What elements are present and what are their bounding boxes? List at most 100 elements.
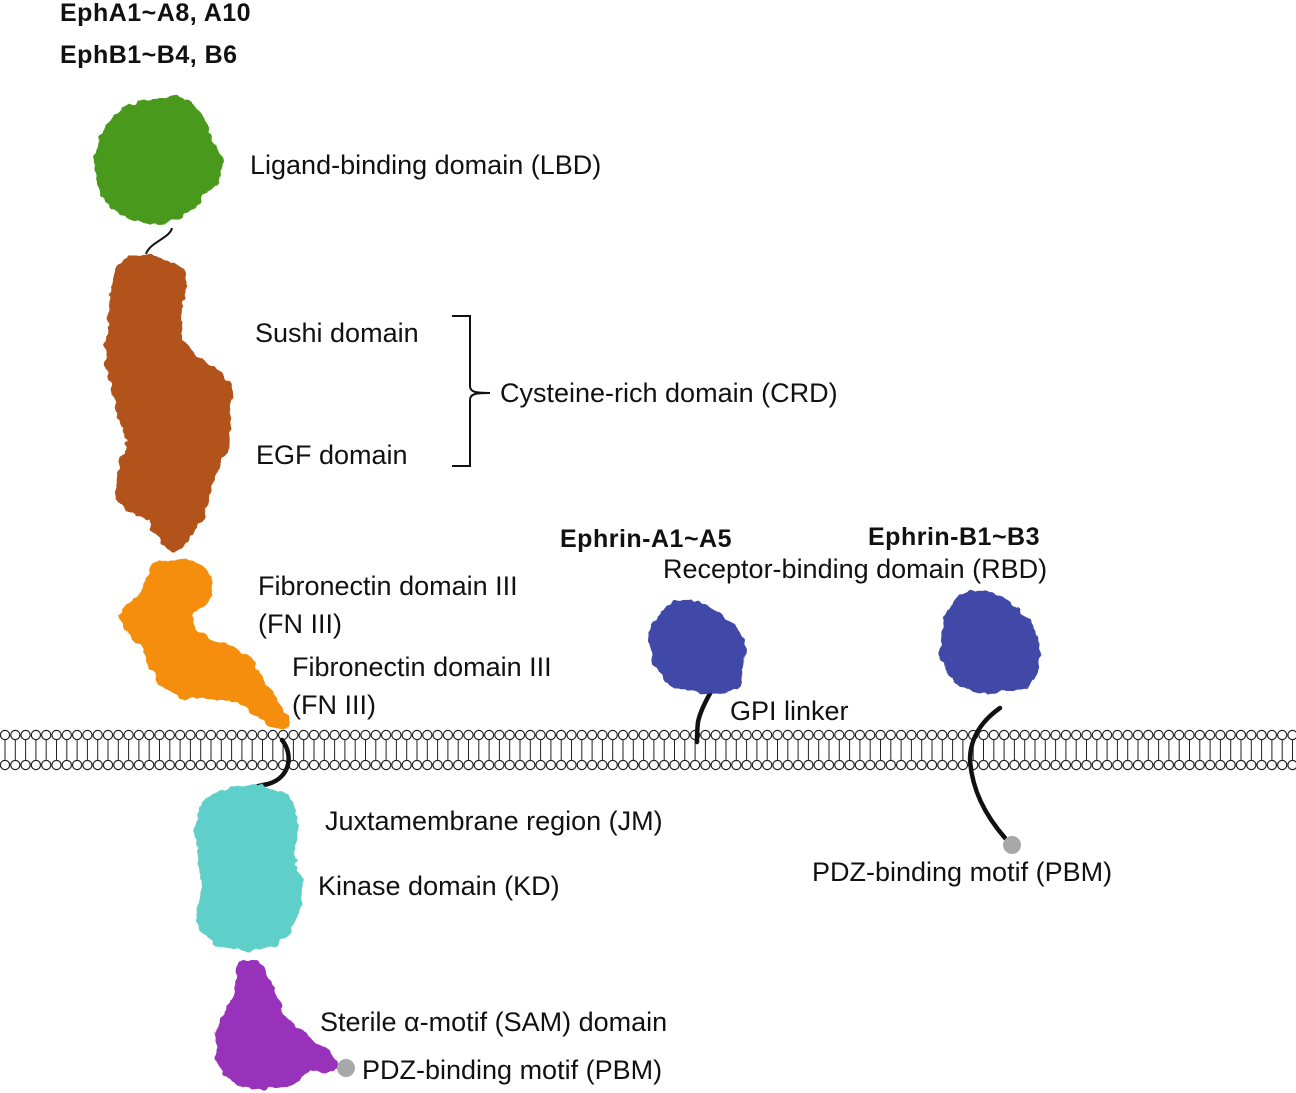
rbd-label: Receptor-binding domain (RBD) <box>663 554 1048 584</box>
sam-label: Sterile α-motif (SAM) domain <box>320 1007 668 1037</box>
lipid-head <box>1143 759 1154 771</box>
lipid-head <box>51 759 62 771</box>
lipid-head <box>731 759 742 771</box>
lipid-head <box>401 759 412 771</box>
lipid-head <box>1163 759 1175 771</box>
lipid-head <box>710 729 721 741</box>
lipid-head <box>854 759 866 771</box>
lipid-head <box>154 759 165 771</box>
lipid-head <box>576 759 588 771</box>
lipid-head <box>463 729 474 741</box>
lipid-head <box>803 759 814 771</box>
lipid-head <box>545 759 557 771</box>
lipid-head <box>937 759 948 771</box>
lipid-head <box>0 759 11 771</box>
lipid-head <box>1204 759 1216 771</box>
lipid-head <box>308 729 320 741</box>
crd-bracket <box>452 315 491 467</box>
lipid-head <box>1215 729 1226 741</box>
lipid-head <box>41 759 52 771</box>
lipid-head <box>380 729 392 741</box>
lipid-head <box>1132 759 1144 771</box>
lipid-head <box>174 759 186 771</box>
lipid-head <box>453 759 464 771</box>
lipid-head <box>1266 729 1278 741</box>
kinase-domain-shape <box>195 785 303 951</box>
lipid-head <box>926 759 938 771</box>
lipid-head <box>720 729 732 741</box>
lipid-head <box>473 759 484 771</box>
lipid-head <box>1215 759 1226 771</box>
lipid-head <box>380 759 392 771</box>
lipid-head <box>1112 759 1123 771</box>
lipid-head <box>422 759 433 771</box>
lipid-head <box>360 759 371 771</box>
lipid-head <box>1163 729 1175 741</box>
lipid-head <box>700 729 711 741</box>
lipid-head <box>978 729 989 741</box>
lipid-head <box>483 759 495 771</box>
lipid-head <box>51 729 62 741</box>
lipid-head <box>617 759 629 771</box>
lipid-head <box>1019 759 1030 771</box>
lipid-head <box>1194 759 1206 771</box>
lipid-head <box>1122 759 1133 771</box>
lipid-head <box>432 729 443 741</box>
lipid-head <box>61 729 73 741</box>
lipid-head <box>813 759 824 771</box>
lipid-head <box>164 759 175 771</box>
lipid-head <box>906 759 917 771</box>
lipid-head <box>288 729 299 741</box>
lipid-head <box>782 729 794 741</box>
lipid-head <box>659 759 670 771</box>
lipid-head <box>442 759 454 771</box>
lipid-head <box>607 729 618 741</box>
ephrin-b-header: Ephrin-B1~B3 <box>868 523 1041 551</box>
lipid-head <box>628 729 639 741</box>
lipid-head <box>205 759 217 771</box>
lipid-head <box>154 729 165 741</box>
lipid-head <box>1225 729 1236 741</box>
lipid-head <box>185 759 196 771</box>
lbd-label: Ligand-binding domain (LBD) <box>250 150 602 180</box>
lipid-head <box>689 759 701 771</box>
sushi-label: Sushi domain <box>255 318 419 348</box>
jm-label: Juxtamembrane region (JM) <box>325 806 663 836</box>
sam-domain-shape <box>214 958 340 1090</box>
lipid-head <box>1040 729 1051 741</box>
lipid-head <box>463 759 474 771</box>
fibronectin-domains-shape <box>120 560 290 731</box>
lipid-head <box>494 729 505 741</box>
lipid-head <box>1070 759 1082 771</box>
lipid-head <box>453 729 464 741</box>
lipid-head <box>298 759 309 771</box>
kinase-label: Kinase domain (KD) <box>318 871 560 901</box>
lipid-head <box>875 759 886 771</box>
lipid-head <box>823 729 835 741</box>
lipid-head <box>998 729 1010 741</box>
lipid-head <box>257 759 268 771</box>
lipid-head <box>41 729 52 741</box>
lipid-head <box>61 759 73 771</box>
lipid-head <box>566 729 577 741</box>
lipid-head <box>885 759 897 771</box>
lipid-head <box>576 729 588 741</box>
lipid-head <box>391 759 402 771</box>
lipid-head <box>329 759 340 771</box>
lipid-head <box>216 759 227 771</box>
lipid-head <box>360 729 371 741</box>
lipid-head <box>133 729 145 741</box>
lipid-head <box>82 759 93 771</box>
ligand-binding-domain-shape <box>93 96 223 224</box>
lipid-head <box>751 729 763 741</box>
lipid-head <box>411 759 423 771</box>
lipid-head <box>1246 759 1257 771</box>
lipid-head <box>906 729 917 741</box>
lipid-head <box>10 729 21 741</box>
lipid-head <box>638 729 649 741</box>
lipid-head <box>504 759 515 771</box>
lipid-head <box>422 729 433 741</box>
receptor-pbm-dot <box>337 1059 355 1077</box>
lipid-head <box>350 759 361 771</box>
